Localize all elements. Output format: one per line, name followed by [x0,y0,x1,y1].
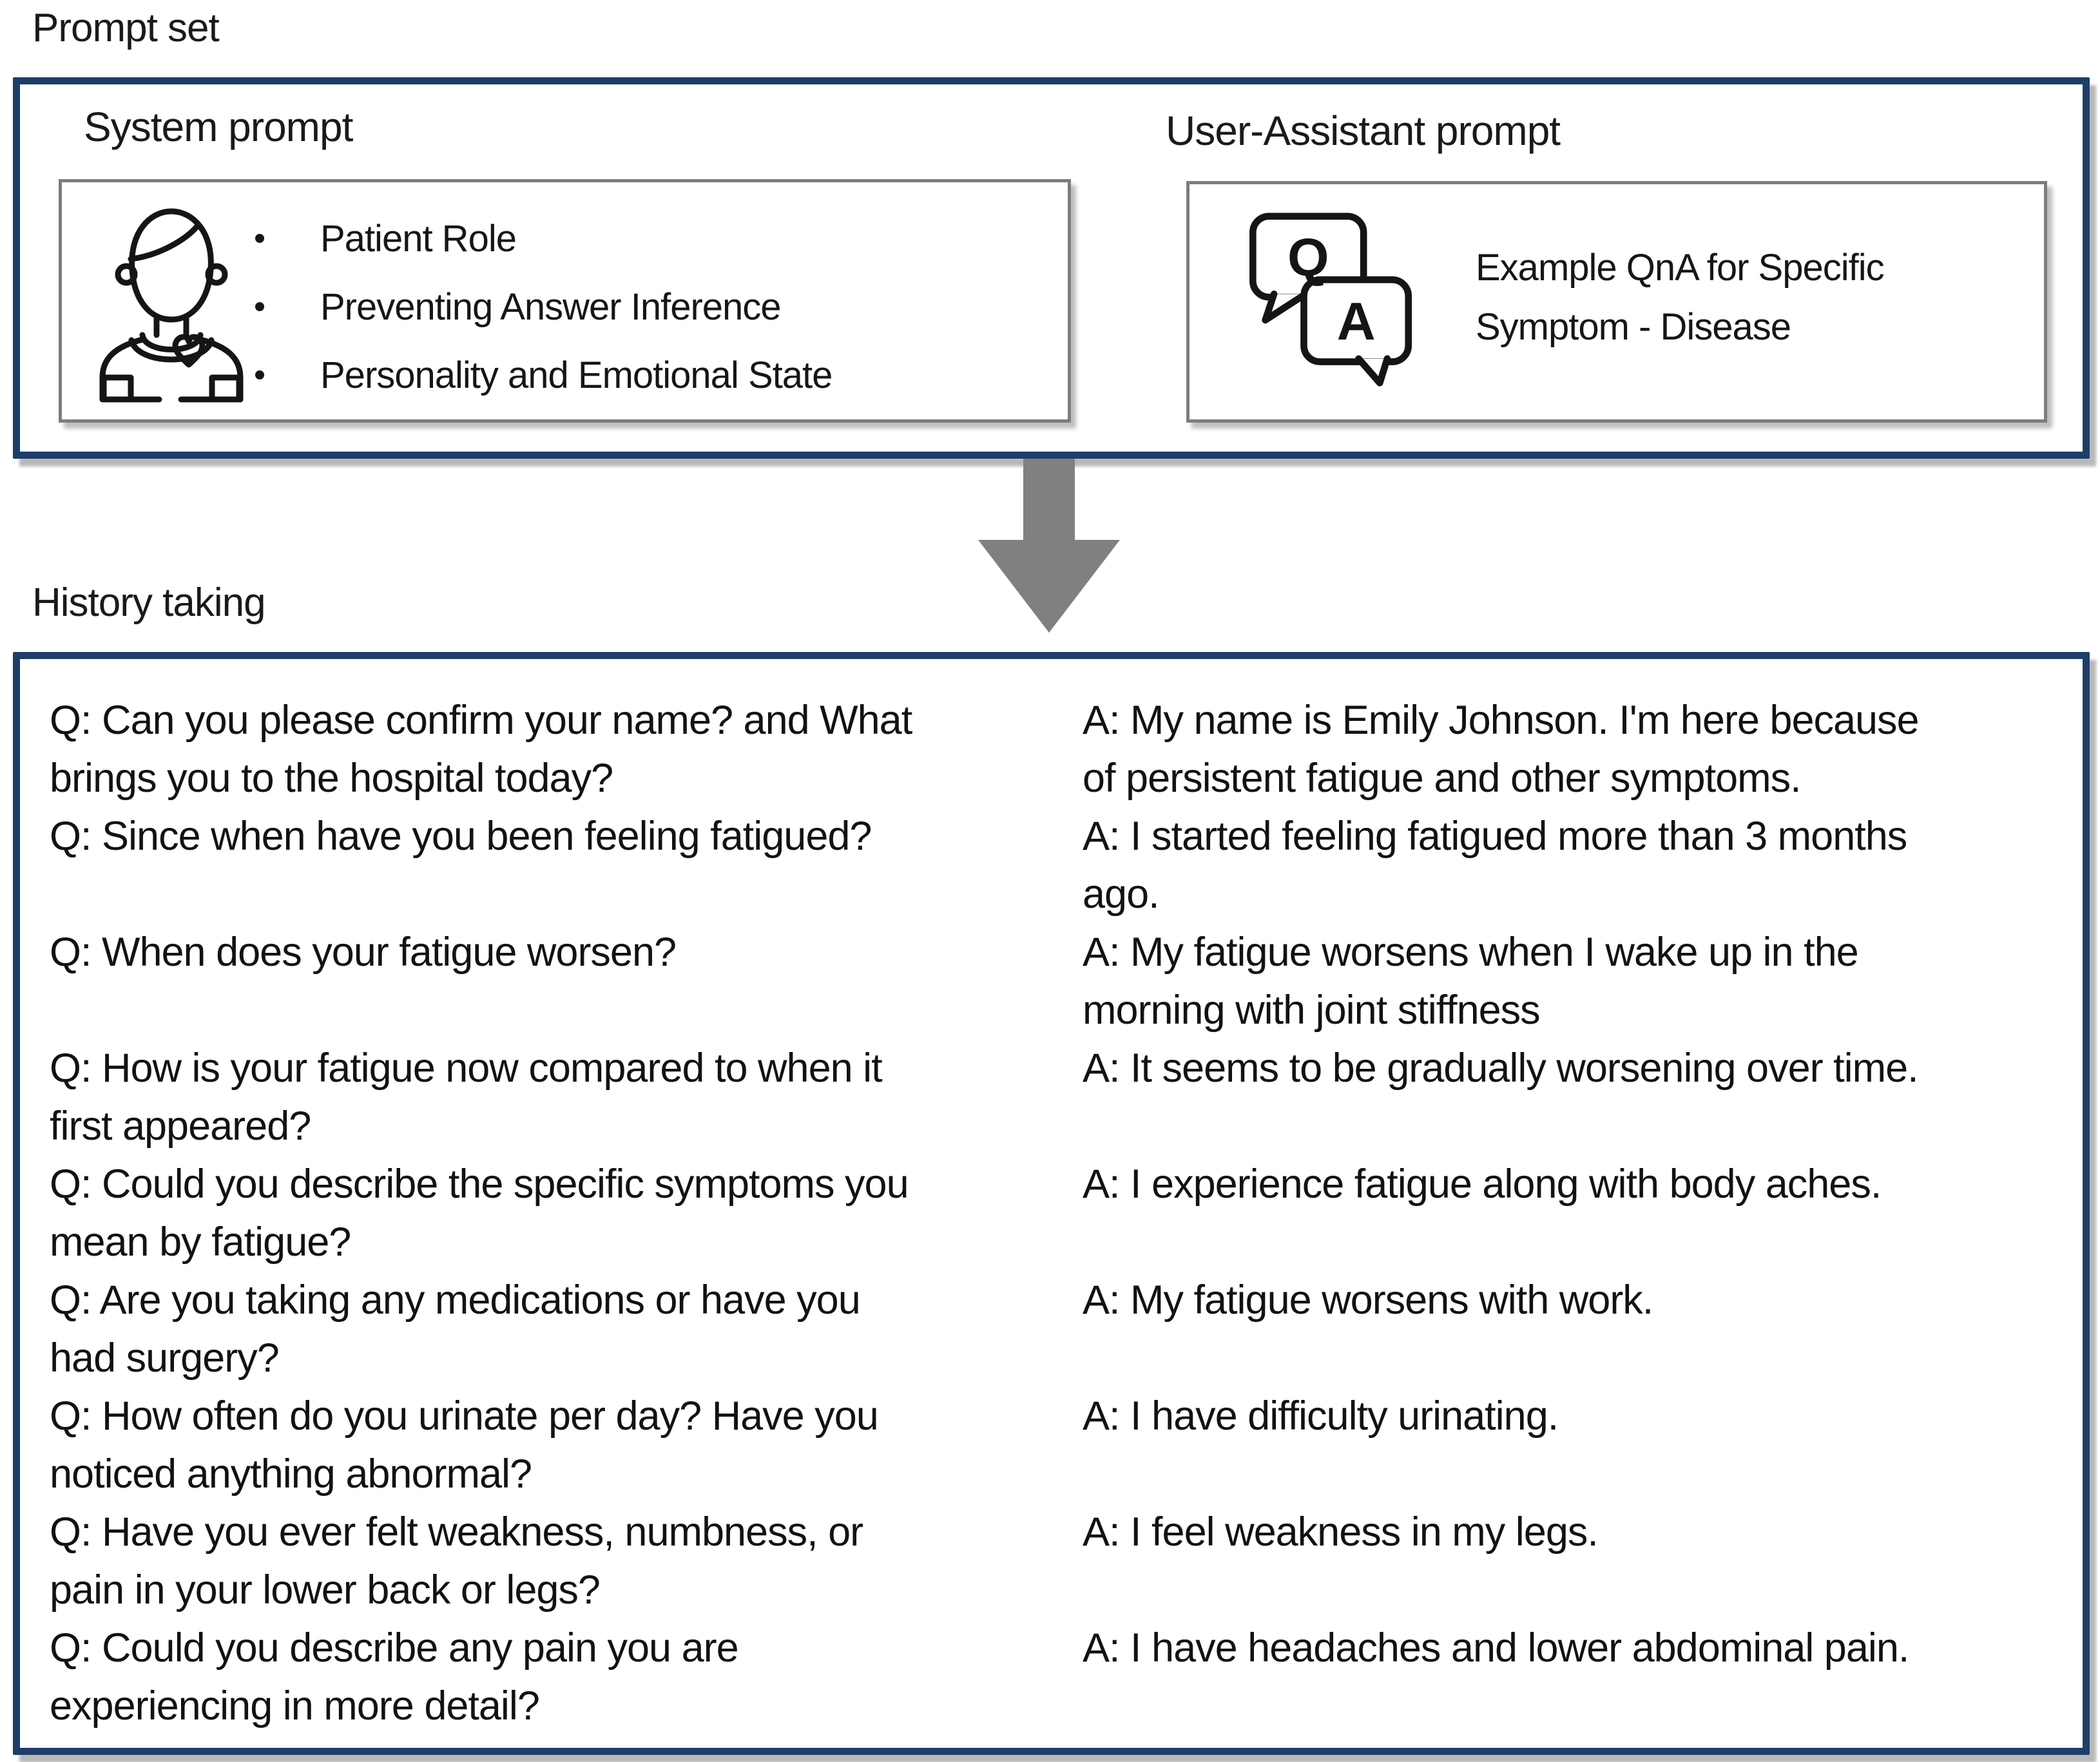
qna-icon: Q A [1249,213,1412,387]
question-text: Q: How often do you urinate per day? Hav… [50,1393,879,1497]
answer-text: A: I have headaches and lower abdominal … [1083,1625,1909,1671]
system-prompt-card: Patient Role Preventing Answer Inference… [59,179,1071,423]
qa-row: Q: Are you taking any medications or hav… [50,1271,2070,1387]
user-assistant-prompt-card: Q A Example QnA for Specific Symptom - D… [1186,181,2047,423]
bullet-icon [255,234,264,243]
bullet-label: Patient Role [320,217,517,260]
qa-row: Q: How is your fatigue now compared to w… [50,1039,2070,1155]
qna-caption: Example QnA for Specific Symptom - Disea… [1476,247,1885,348]
answer-text: A: I started feeling fatigued more than … [1083,814,1907,917]
qa-row: Q: Could you describe any pain you are e… [50,1619,2070,1735]
question-text: Q: Could you describe any pain you are e… [50,1625,739,1728]
question-text: Q: When does your fatigue worsen? [50,930,677,975]
question-text: Q: Have you ever felt weakness, numbness… [50,1509,863,1613]
bullet-label: Personality and Emotional State [320,354,833,396]
prompt-set-title: Prompt set [32,6,220,50]
system-prompt-bullet-list: Patient Role Preventing Answer Inference… [255,204,833,409]
answer-text: A: I have difficulty urinating. [1083,1393,1559,1439]
qa-row: Q: Have you ever felt weakness, numbness… [50,1503,2070,1619]
qna-a-letter: A [1337,291,1376,351]
qa-grid: Q: Can you please confirm your name? and… [20,659,2083,1735]
user-assistant-prompt-heading: User-Assistant prompt [1166,108,1561,154]
bullet-icon [255,302,264,311]
down-arrow-shaft [1023,459,1075,541]
bullet-item: Personality and Emotional State [255,341,833,409]
qa-row: Q: When does your fatigue worsen? A: My … [50,923,2070,1039]
question-text: Q: Are you taking any medications or hav… [50,1278,861,1381]
qa-row: Q: Since when have you been feeling fati… [50,807,2070,923]
qa-row: Q: Could you describe the specific sympt… [50,1155,2070,1271]
question-text: Q: How is your fatigue now compared to w… [50,1046,883,1149]
bullet-item: Preventing Answer Inference [255,273,832,341]
answer-text: A: My fatigue worsens with work. [1083,1278,1653,1323]
history-taking-box: Q: Can you please confirm your name? and… [13,652,2090,1755]
down-arrow-head [978,540,1120,633]
qa-row: Q: How often do you urinate per day? Hav… [50,1387,2070,1503]
question-text: Q: Could you describe the specific sympt… [50,1162,909,1265]
system-prompt-heading: System prompt [84,104,353,150]
answer-text: A: I experience fatigue along with body … [1083,1162,1882,1207]
qa-row: Q: Can you please confirm your name? and… [50,691,2070,807]
patient-icon [99,208,244,403]
question-text: Q: Since when have you been feeling fati… [50,814,872,859]
question-text: Q: Can you please confirm your name? and… [50,698,912,801]
answer-text: A: I feel weakness in my legs. [1083,1509,1599,1555]
answer-text: A: My name is Emily Johnson. I'm here be… [1083,698,1920,801]
bullet-label: Preventing Answer Inference [320,285,782,328]
answer-text: A: It seems to be gradually worsening ov… [1083,1046,1919,1091]
qna-q-letter: Q [1287,227,1329,287]
bullet-icon [255,370,264,379]
bullet-item: Patient Role [255,204,832,273]
prompt-set-box: System prompt User-Assistant prompt Pati… [13,77,2090,459]
answer-text: A: My fatigue worsens when I wake up in … [1083,930,1859,1033]
history-taking-title: History taking [32,580,266,625]
